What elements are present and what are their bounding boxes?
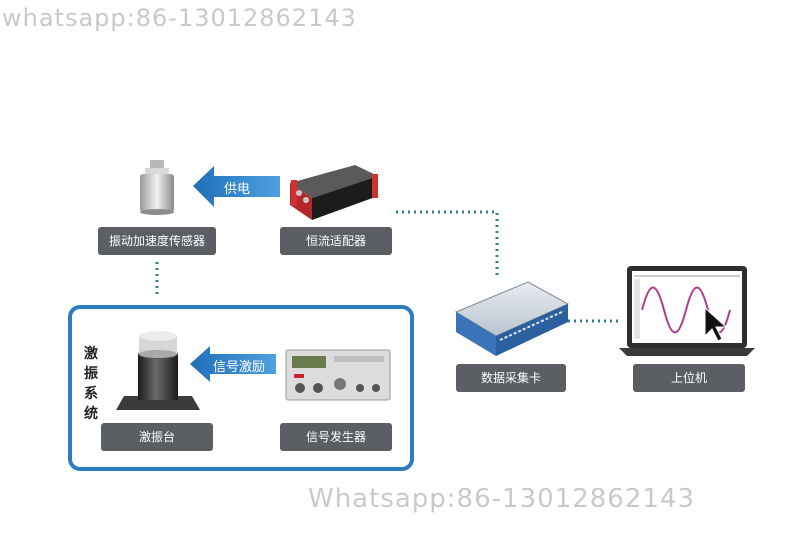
- power-arrow-label: 供电: [224, 182, 251, 197]
- watermark-top: whatsapp:86-13012862143: [2, 4, 357, 32]
- signal-generator-icon: [285, 349, 391, 401]
- accelerometer-sensor-icon: [140, 160, 174, 215]
- shaker-table-icon: [116, 331, 200, 410]
- adapter-label: 恒流适配器: [280, 227, 392, 255]
- computer-label: 上位机: [633, 364, 745, 392]
- watermark-bottom: Whatsapp:86-13012862143: [308, 484, 695, 514]
- constant-current-adapter-icon: [290, 165, 378, 220]
- excitation-system-group: [68, 305, 414, 471]
- signal-excitation-arrow-icon: [190, 346, 276, 382]
- laptop-computer-icon: [619, 266, 755, 356]
- line-adapter-to-daq: [396, 210, 499, 276]
- daq-label: 数据采集卡: [456, 364, 566, 392]
- connection-lines: [155, 210, 618, 323]
- shaker-label: 激振台: [101, 423, 213, 451]
- excitation-system-title: 激振系统: [84, 346, 98, 422]
- signal-generator-label: 信号发生器: [280, 423, 392, 451]
- power-arrow-icon: [193, 166, 280, 207]
- excitation-arrow-label: 信号激励: [213, 360, 266, 375]
- daq-card-icon: [454, 281, 570, 356]
- sensor-label: 振动加速度传感器: [98, 227, 216, 255]
